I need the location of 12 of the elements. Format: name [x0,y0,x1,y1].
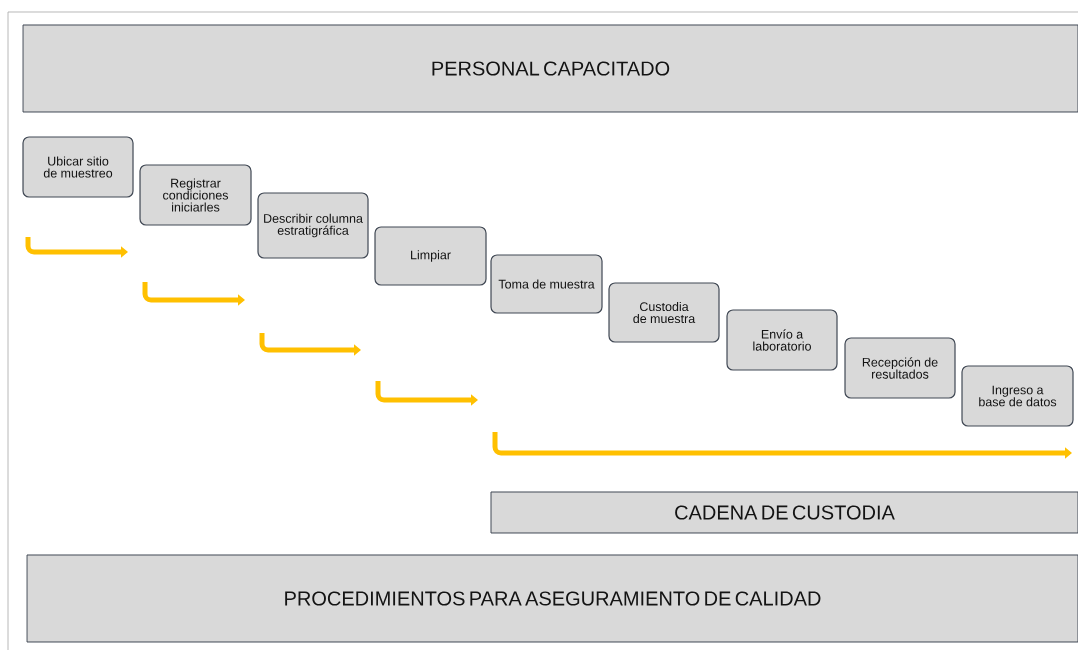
process-box: Limpiar [374,226,487,286]
banner-box: PROCEDIMIENTOS PARA ASEGURAMIENTO DE CALIDAD [26,554,1078,643]
process-box: Envío a laboratorio [726,309,838,371]
process-box: Recepción de resultados [844,337,956,399]
banner-box: CADENA DE CUSTODIA [490,491,1078,534]
process-box: Toma de muestra [490,254,603,314]
process-box: Registrar condiciones iniciarles [139,164,252,226]
banner-box: PERSONAL CAPACITADO [22,24,1078,113]
process-box: Describir columna estratigráfica [257,192,369,259]
process-box: Ubicar sitio de muestreo [22,136,134,198]
process-box: Ingreso a base de datos [961,365,1074,427]
process-box: Custodia de muestra [608,282,720,343]
